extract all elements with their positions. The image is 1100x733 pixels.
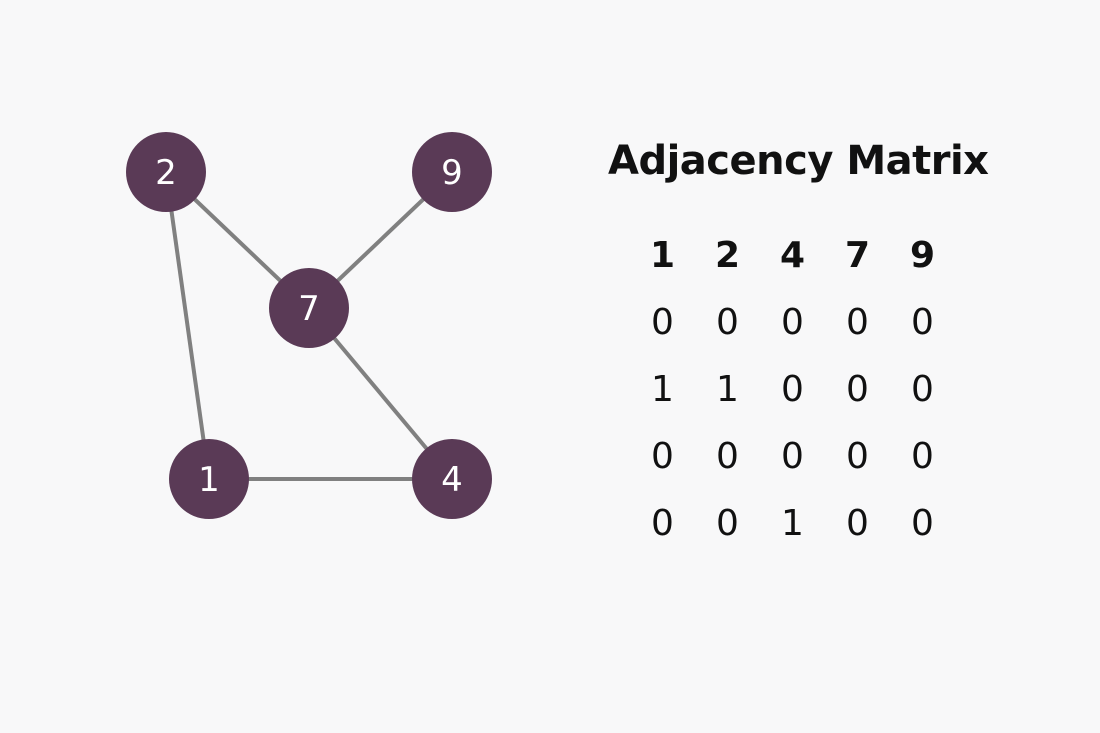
node-label: 4 (441, 460, 463, 500)
matrix-header-row: 1 2 4 7 9 (630, 222, 960, 289)
matrix-cell: 1 (716, 369, 739, 410)
matrix-cell: 0 (716, 503, 739, 544)
matrix-title: Adjacency Matrix (608, 138, 989, 184)
edge-2-1 (164, 171, 211, 480)
node-label: 9 (441, 153, 463, 193)
node-label: 1 (198, 460, 220, 500)
matrix-header-cell: 2 (714, 235, 741, 276)
matrix-cell: 0 (651, 302, 674, 343)
node-1: 1 (169, 439, 249, 519)
node-2: 2 (126, 132, 206, 212)
matrix-cell: 0 (911, 503, 934, 544)
adjacency-matrix: 1 2 4 7 9 0 0 0 0 0 1 1 0 0 0 0 0 0 0 0 (630, 222, 960, 557)
matrix-row: 0 0 0 0 0 (630, 423, 960, 490)
node-9: 9 (412, 132, 492, 212)
node-label: 7 (298, 289, 320, 329)
matrix-row: 0 0 0 0 0 (630, 289, 960, 356)
matrix-cell: 0 (716, 436, 739, 477)
node-label: 2 (155, 153, 177, 193)
matrix-cell: 0 (781, 436, 804, 477)
node-circle (412, 439, 492, 519)
matrix-cell: 0 (911, 436, 934, 477)
node-circle (126, 132, 206, 212)
matrix-cell: 0 (846, 436, 869, 477)
node-7: 7 (269, 268, 349, 348)
matrix-header-cell: 1 (649, 235, 676, 276)
matrix-cell: 0 (846, 302, 869, 343)
matrix-row: 0 0 1 0 0 (630, 490, 960, 557)
matrix-cell: 1 (651, 369, 674, 410)
matrix-cell: 0 (911, 369, 934, 410)
matrix-cell: 0 (781, 302, 804, 343)
matrix-cell: 0 (651, 503, 674, 544)
node-circle (269, 268, 349, 348)
matrix-cell: 0 (911, 302, 934, 343)
node-circle (412, 132, 492, 212)
matrix-cell: 0 (651, 436, 674, 477)
node-circle (169, 439, 249, 519)
matrix-row: 1 1 0 0 0 (630, 356, 960, 423)
matrix-header-cell: 7 (844, 235, 871, 276)
matrix-header-cell: 4 (779, 235, 806, 276)
matrix-cell: 0 (846, 369, 869, 410)
matrix-cell: 0 (846, 503, 869, 544)
node-4: 4 (412, 439, 492, 519)
matrix-cell: 0 (716, 302, 739, 343)
matrix-cell: 0 (781, 369, 804, 410)
matrix-header-cell: 9 (909, 235, 936, 276)
matrix-cell: 1 (781, 503, 804, 544)
